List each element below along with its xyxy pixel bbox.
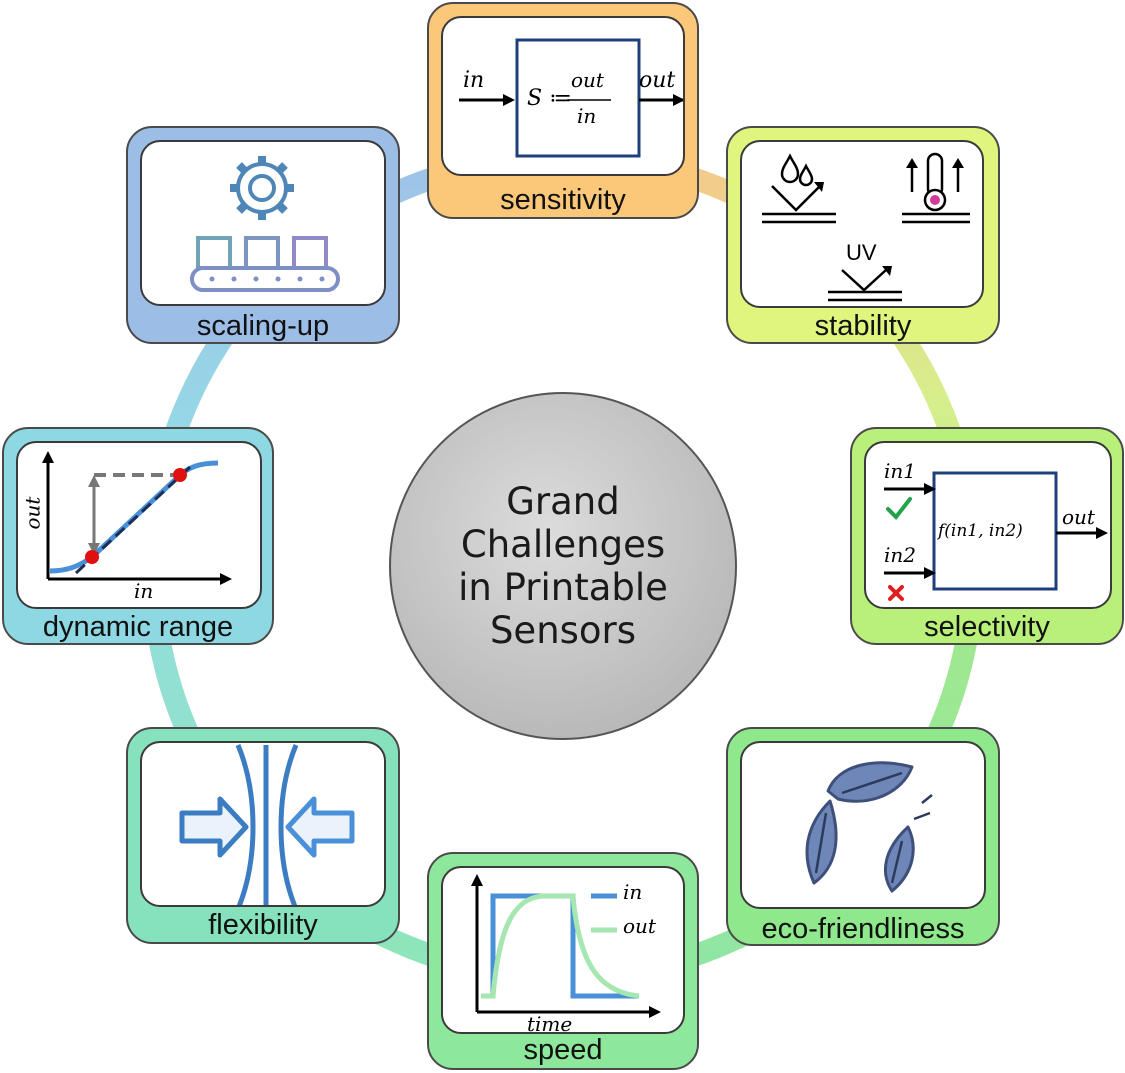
thermometer-icon [902, 152, 970, 224]
selectivity-label: selectivity [924, 611, 1050, 643]
speed-legend-in: in [623, 880, 643, 904]
check-icon [886, 497, 912, 521]
selectivity-out-label: out [1062, 505, 1095, 529]
stability-panel: UV [740, 140, 984, 308]
selectivity-in1-label: in1 [884, 459, 917, 483]
cross-icon [888, 585, 904, 601]
speed-panel: in out time [441, 866, 685, 1034]
node-flexibility: flexibility [126, 727, 400, 944]
stability-label: stability [814, 310, 912, 342]
sensitivity-formula-num: out [571, 68, 604, 92]
flexibility-label: flexibility [208, 909, 318, 941]
dynamic-label: dynamic range [42, 611, 234, 643]
bending-arrows-icon [179, 744, 355, 905]
speed-label: speed [523, 1034, 603, 1066]
eco-panel [740, 741, 986, 909]
gear-icon [230, 156, 294, 220]
center-title: Grand Challenges in Printable Sensors [458, 480, 668, 652]
node-stability: UV stability [726, 126, 1000, 344]
flexibility-panel [140, 741, 386, 907]
node-dynamic-range: out in dynamic range [2, 427, 274, 645]
dynamic-ylabel: out [20, 496, 45, 530]
scaling-panel [140, 140, 386, 306]
dynamic-panel: out in [16, 441, 262, 609]
node-scaling-up: scaling-up [126, 126, 400, 344]
scaling-label: scaling-up [196, 310, 330, 342]
sensitivity-panel: in out S ≔ out in [441, 16, 685, 176]
selectivity-panel: in1 in2 f(in1, in2) out [864, 441, 1112, 609]
center-title-circle: Grand Challenges in Printable Sensors [390, 393, 736, 739]
node-selectivity: in1 in2 f(in1, in2) out selectivity [850, 427, 1124, 645]
uv-text: UV [846, 240, 877, 265]
sensitivity-formula-den: in [577, 104, 597, 128]
selectivity-func-label: f(in1, in2) [938, 521, 1023, 541]
water-drops-icon [762, 153, 836, 224]
gear-conveyor-icon [190, 156, 340, 292]
dynamic-xlabel: in [134, 579, 154, 603]
node-sensitivity: in out S ≔ out in sensitivity [427, 2, 699, 219]
eco-label: eco-friendliness [761, 913, 965, 945]
uv-icon [828, 266, 902, 302]
node-eco-friendliness: eco-friendliness [726, 727, 1000, 946]
sensitivity-in-label: in [463, 68, 485, 93]
sensitivity-out-label: out [639, 68, 676, 93]
selectivity-in2-label: in2 [884, 543, 917, 567]
speed-xlabel: time [527, 1012, 573, 1034]
node-speed: in out time speed [427, 852, 699, 1070]
sensitivity-label: sensitivity [500, 184, 626, 216]
leaf-recycle-icon [805, 761, 933, 893]
sensitivity-formula-lhs: S ≔ [527, 86, 572, 111]
speed-legend-out: out [623, 914, 656, 938]
